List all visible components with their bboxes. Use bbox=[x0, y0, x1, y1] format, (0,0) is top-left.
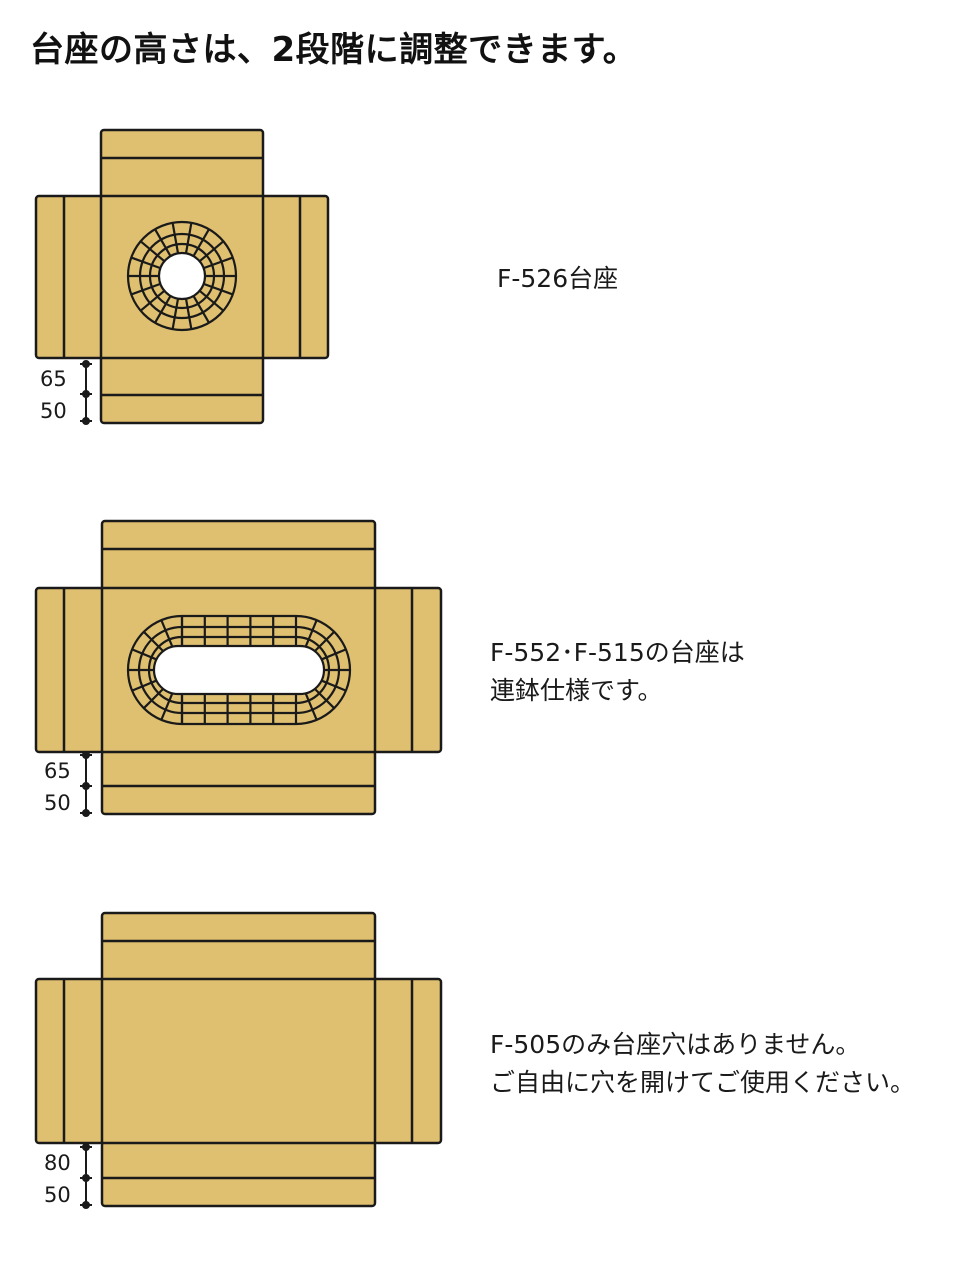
height-dimension bbox=[80, 360, 92, 425]
grid-spoke bbox=[198, 289, 225, 312]
grid-spoke bbox=[130, 256, 161, 270]
grid-line bbox=[304, 619, 318, 649]
bottom-flap bbox=[99, 354, 265, 425]
top-flap bbox=[99, 128, 265, 200]
bottom-flap bbox=[100, 749, 377, 816]
grid-line bbox=[317, 648, 347, 662]
dimension-label-lower: 50 bbox=[44, 1183, 71, 1207]
caption-line: 連鉢仕様です。 bbox=[490, 676, 663, 705]
caption-f526: F-526台座 bbox=[497, 260, 618, 298]
center-panel bbox=[99, 194, 265, 360]
center-hole bbox=[157, 251, 207, 301]
grid-line bbox=[312, 631, 335, 654]
grid-spoke bbox=[171, 222, 180, 254]
height-dimension bbox=[80, 1143, 92, 1209]
dimension-label-upper: 65 bbox=[44, 759, 71, 783]
caption-line: F-552･F-515の台座は bbox=[490, 638, 745, 667]
caption-line: F-505のみ台座穴はありません。 bbox=[490, 1030, 861, 1059]
right-flap bbox=[371, 977, 443, 1145]
grid-spoke bbox=[139, 289, 166, 312]
center-panel bbox=[100, 977, 377, 1145]
dimension-label-upper: 80 bbox=[44, 1151, 71, 1175]
grid-spoke bbox=[192, 295, 210, 324]
grid-line bbox=[131, 678, 161, 692]
left-flap bbox=[34, 977, 105, 1145]
grid-line bbox=[317, 678, 347, 692]
grid-spoke bbox=[203, 256, 234, 270]
oval-grid-hole bbox=[126, 614, 352, 726]
grid-spoke bbox=[154, 228, 172, 257]
center-panel bbox=[100, 586, 377, 754]
grid-line bbox=[304, 691, 318, 721]
caption-f505: F-505のみ台座穴はありません。 ご自由に穴を開けてご使用ください。 bbox=[490, 1026, 915, 1102]
grid-line bbox=[160, 691, 174, 721]
bottom-flap bbox=[100, 1140, 377, 1208]
grid-line bbox=[312, 686, 335, 709]
grid-spoke bbox=[198, 240, 225, 263]
grid-spoke bbox=[139, 240, 166, 263]
grid-spoke bbox=[184, 298, 193, 330]
grid-spoke bbox=[130, 282, 161, 296]
caption-line: F-526台座 bbox=[497, 264, 619, 293]
center-hole bbox=[152, 644, 326, 696]
grid-spoke bbox=[184, 222, 193, 254]
right-flap bbox=[371, 586, 443, 754]
left-flap bbox=[34, 194, 105, 360]
page-title: 台座の高さは、2段階に調整できます。 bbox=[30, 30, 638, 70]
right-flap bbox=[259, 194, 330, 360]
dimension-label-lower: 50 bbox=[40, 399, 67, 423]
dimension-label-lower: 50 bbox=[44, 791, 71, 815]
round-grid-hole bbox=[126, 220, 238, 332]
grid-line bbox=[143, 631, 166, 654]
height-dimension bbox=[80, 751, 92, 817]
caption-f552: F-552･F-515の台座は 連鉢仕様です。 bbox=[490, 634, 745, 710]
dimension-label-upper: 65 bbox=[40, 367, 67, 391]
grid-spoke bbox=[203, 282, 234, 296]
grid-line bbox=[131, 648, 161, 662]
top-flap bbox=[100, 911, 377, 983]
grid-spoke bbox=[154, 295, 172, 324]
grid-spoke bbox=[171, 298, 180, 330]
grid-line bbox=[143, 686, 166, 709]
grid-spoke bbox=[192, 228, 210, 257]
caption-line: ご自由に穴を開けてご使用ください。 bbox=[490, 1068, 916, 1097]
top-flap bbox=[100, 519, 377, 592]
grid-line bbox=[160, 619, 174, 649]
left-flap bbox=[34, 586, 105, 754]
